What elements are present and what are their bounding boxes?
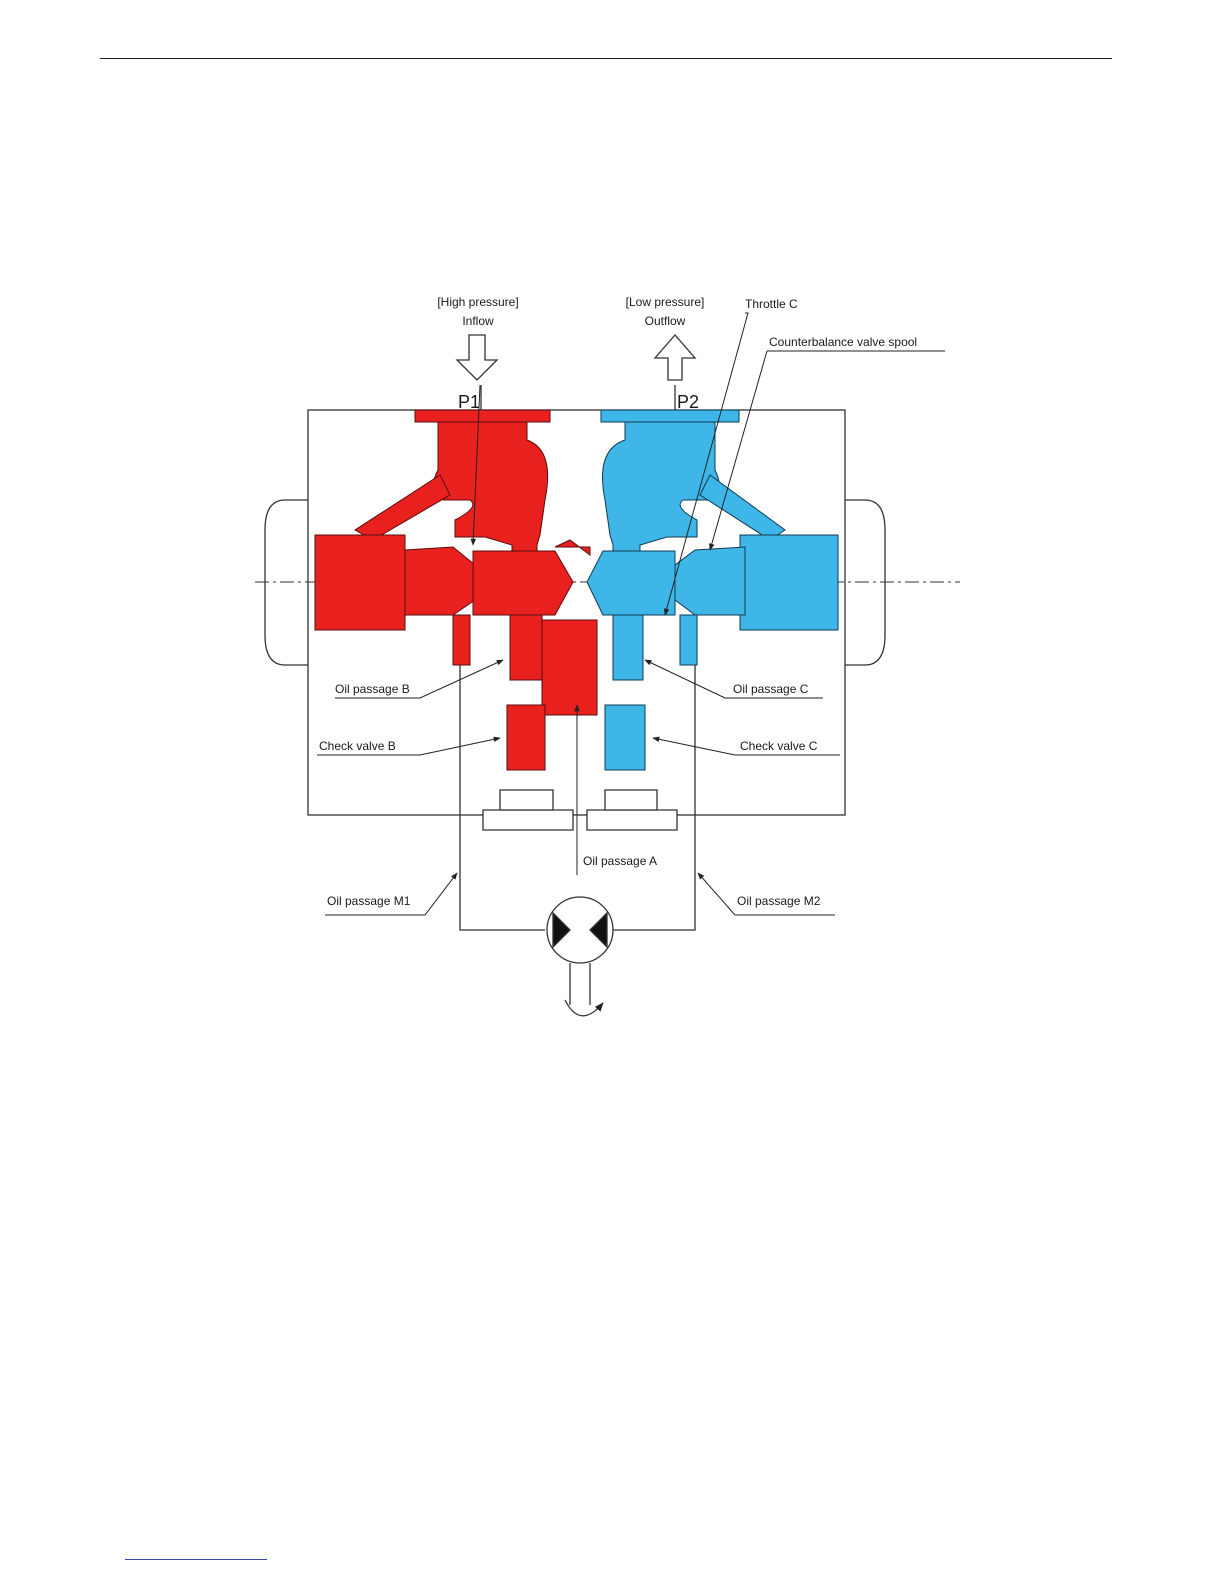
footer-link-rule — [125, 1559, 267, 1560]
check-valve-c-label: Check valve C — [740, 739, 818, 753]
inflow-label: Inflow — [462, 314, 494, 328]
flow-arrows — [457, 335, 695, 410]
throttle-c-label: Throttle C — [745, 297, 798, 311]
check-valve-plugs — [483, 790, 677, 830]
oil-passage-b-label: Oil passage B — [335, 682, 410, 696]
outflow-label: Outflow — [645, 314, 686, 328]
counterbalance-valve-diagram: [High pressure] Inflow [Low pressure] Ou… — [255, 285, 960, 1030]
high-pressure-section — [315, 410, 597, 770]
inflow-pressure-label: [High pressure] — [437, 295, 518, 309]
oil-passage-a-label: Oil passage A — [583, 854, 657, 868]
port-p2-label: P2 — [677, 392, 699, 412]
port-p1-label: P1 — [458, 392, 480, 412]
header-rule — [100, 58, 1112, 59]
oil-passage-c-label: Oil passage C — [733, 682, 809, 696]
check-valve-b-label: Check valve B — [319, 739, 396, 753]
low-pressure-section — [587, 410, 838, 770]
outflow-pressure-label: [Low pressure] — [626, 295, 705, 309]
counterbalance-spool-label: Counterbalance valve spool — [769, 335, 917, 349]
oil-passage-m2-label: Oil passage M2 — [737, 894, 821, 908]
oil-passage-m1-label: Oil passage M1 — [327, 894, 411, 908]
